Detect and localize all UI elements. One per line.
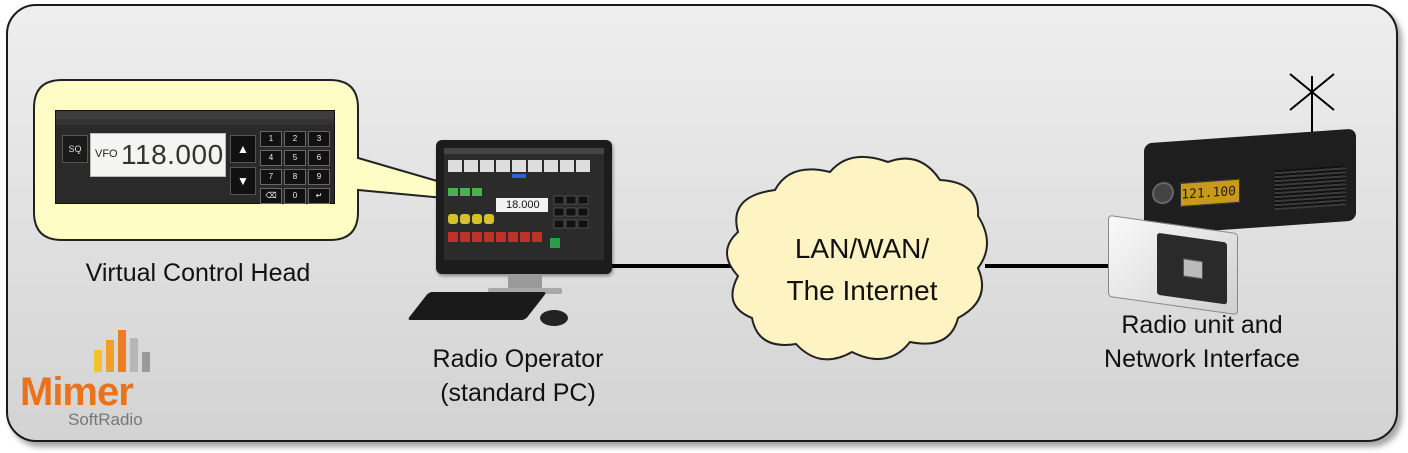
pc-screen: 18.000: [444, 148, 604, 260]
virtual-control-head-label: Virtual Control Head: [85, 259, 311, 287]
frequency-display: VFO 118.000: [90, 133, 226, 177]
keypad-key[interactable]: ⌫: [260, 188, 282, 204]
frequency-readout: 118.000: [121, 139, 224, 170]
radio-unit-line1: Radio unit and: [1121, 311, 1283, 339]
pc-monitor: 18.000: [436, 140, 612, 274]
vch-menubar: [56, 119, 334, 125]
keypad-key[interactable]: 2: [284, 131, 306, 147]
monitor-stand: [508, 274, 542, 290]
radio-operator-line2: (standard PC): [440, 379, 596, 407]
keypad-key[interactable]: 7: [260, 169, 282, 185]
keypad-key[interactable]: 9: [308, 169, 330, 185]
mouse-icon: [540, 310, 568, 326]
vch-titlebar: [56, 111, 334, 119]
network-line1: LAN/WAN/: [794, 233, 930, 264]
vfo-label: VFO: [95, 148, 118, 160]
keypad: 1 2 3 4 5 6 7 8 9 ⌫ 0 ↵: [260, 131, 330, 204]
keypad-key[interactable]: 6: [308, 150, 330, 166]
network-label: LAN/WAN/ The Internet: [748, 228, 976, 312]
radio-operator-label: Radio Operator (standard PC): [400, 342, 636, 410]
logo-tagline: SoftRadio: [68, 410, 143, 429]
radio-unit-line2: Network Interface: [1104, 345, 1300, 373]
keypad-key[interactable]: 4: [260, 150, 282, 166]
virtual-control-head: SQ VFO 118.000 ▲ ▼ 1 2 3 4 5 6 7 8 9 ⌫ 0…: [55, 110, 335, 204]
keypad-key[interactable]: 5: [284, 150, 306, 166]
radio-unit-label: Radio unit and Network Interface: [1072, 308, 1332, 376]
keypad-key[interactable]: 0: [284, 188, 306, 204]
logo-name: Mimer: [20, 370, 134, 414]
pc-screen-frequency: 18.000: [506, 199, 540, 211]
network-line2: The Internet: [786, 275, 938, 306]
keypad-key[interactable]: ↵: [308, 188, 330, 204]
tune-up-button[interactable]: ▲: [230, 135, 256, 163]
tune-down-button[interactable]: ▼: [230, 167, 256, 195]
monitor-base: [488, 288, 562, 294]
keypad-key[interactable]: 3: [308, 131, 330, 147]
keypad-key[interactable]: 8: [284, 169, 306, 185]
squelch-button[interactable]: SQ: [62, 135, 88, 163]
keypad-key[interactable]: 1: [260, 131, 282, 147]
pc-screen-app: [444, 148, 604, 248]
radio-operator-line1: Radio Operator: [432, 345, 604, 373]
